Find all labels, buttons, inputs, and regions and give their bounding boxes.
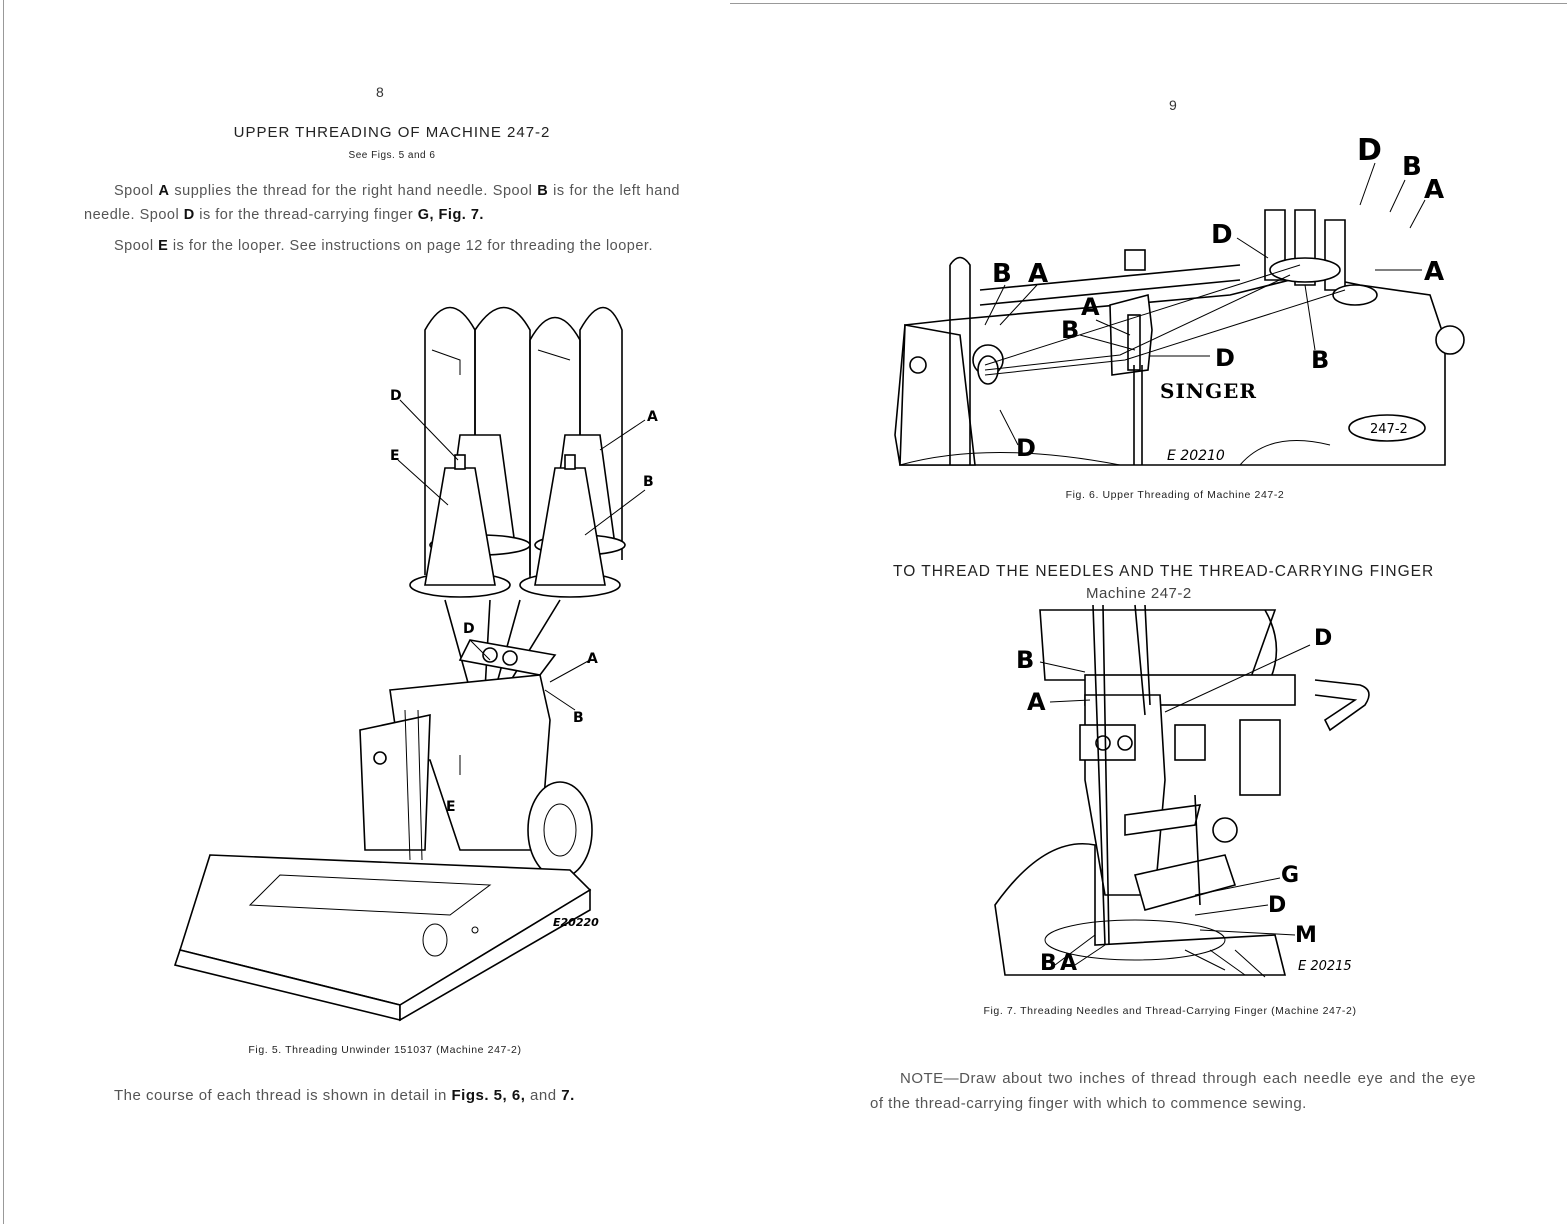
section-subheading: Machine 247-2: [1086, 585, 1192, 602]
fig5-label-A-mid: A: [587, 651, 598, 667]
fig6-label-D-bottom: D: [1016, 434, 1036, 462]
page-number-right: 9: [1169, 97, 1177, 113]
footer-text: The course of each thread is shown in de…: [114, 1087, 575, 1104]
fig6-label-A-left: A: [1028, 259, 1048, 289]
fig7-code: E 20215: [1298, 959, 1352, 974]
fig7-label-A-top: A: [1027, 688, 1046, 716]
fig6-label-A-right: A: [1424, 257, 1444, 287]
fig6-code: E 20210: [1167, 448, 1225, 464]
paragraph-spools: Spool A supplies the thread for the righ…: [84, 183, 680, 223]
figure-5-illustration: [173, 306, 646, 1022]
left-margin-rule: [3, 0, 4, 1224]
fig5-label-A-top: A: [647, 409, 658, 425]
figure-5-caption: Fig. 5. Threading Unwinder 151037 (Machi…: [248, 1044, 522, 1056]
fig5-label-B-mid: B: [573, 710, 584, 726]
fig6-brand: SINGER: [1160, 379, 1257, 403]
fig6-label-B-right: B: [1311, 346, 1329, 374]
fig7-label-D-top: D: [1314, 626, 1332, 651]
fig6-label-B-mid: B: [1061, 316, 1079, 344]
fig6-label-A-mid: A: [1081, 293, 1100, 321]
fig7-label-B-bottom: B: [1040, 951, 1057, 976]
figure-6-illustration: [894, 209, 1465, 466]
fig7-label-D-bottom: D: [1268, 893, 1286, 918]
paragraph-looper: Spool E is for the looper. See instructi…: [114, 238, 653, 254]
fig6-label-B-top: B: [1402, 152, 1422, 182]
section-heading: TO THREAD THE NEEDLES AND THE THREAD-CAR…: [893, 563, 1435, 580]
page-heading: UPPER THREADING OF MACHINE 247-2: [233, 124, 551, 141]
fig5-label-D-mid: D: [463, 621, 475, 637]
fig6-label-D-mid: D: [1215, 344, 1235, 372]
fig5-label-E-top: E: [390, 448, 400, 464]
fig6-label-D-top: D: [1357, 133, 1382, 168]
fig6-label-B-left: B: [992, 259, 1012, 289]
page-subheading: See Figs. 5 and 6: [348, 150, 436, 161]
fig6-model-badge: 247-2: [1370, 422, 1408, 437]
fig7-label-B-top: B: [1016, 646, 1034, 674]
fig5-label-B-top: B: [643, 474, 654, 490]
fig6-label-D-upper: D: [1211, 220, 1233, 250]
fig6-label-A-top: A: [1424, 175, 1444, 205]
figure-6-caption: Fig. 6. Upper Threading of Machine 247-2: [1065, 489, 1285, 501]
fig5-label-E-mid: E: [446, 799, 456, 815]
fig7-label-M: M: [1295, 923, 1317, 948]
fig5-label-D-top: D: [390, 388, 402, 404]
fig7-label-A-bottom: A: [1060, 951, 1077, 976]
page-number-left: 8: [376, 84, 384, 100]
fig5-code: E20220: [553, 916, 599, 929]
figure-7-caption: Fig. 7. Threading Needles and Thread-Car…: [983, 1005, 1357, 1017]
top-rule: [730, 3, 1567, 4]
fig7-label-G: G: [1281, 863, 1299, 888]
figure-7-illustration: [994, 604, 1370, 978]
note-paragraph: NOTE—Draw about two inches of thread thr…: [870, 1070, 1476, 1112]
